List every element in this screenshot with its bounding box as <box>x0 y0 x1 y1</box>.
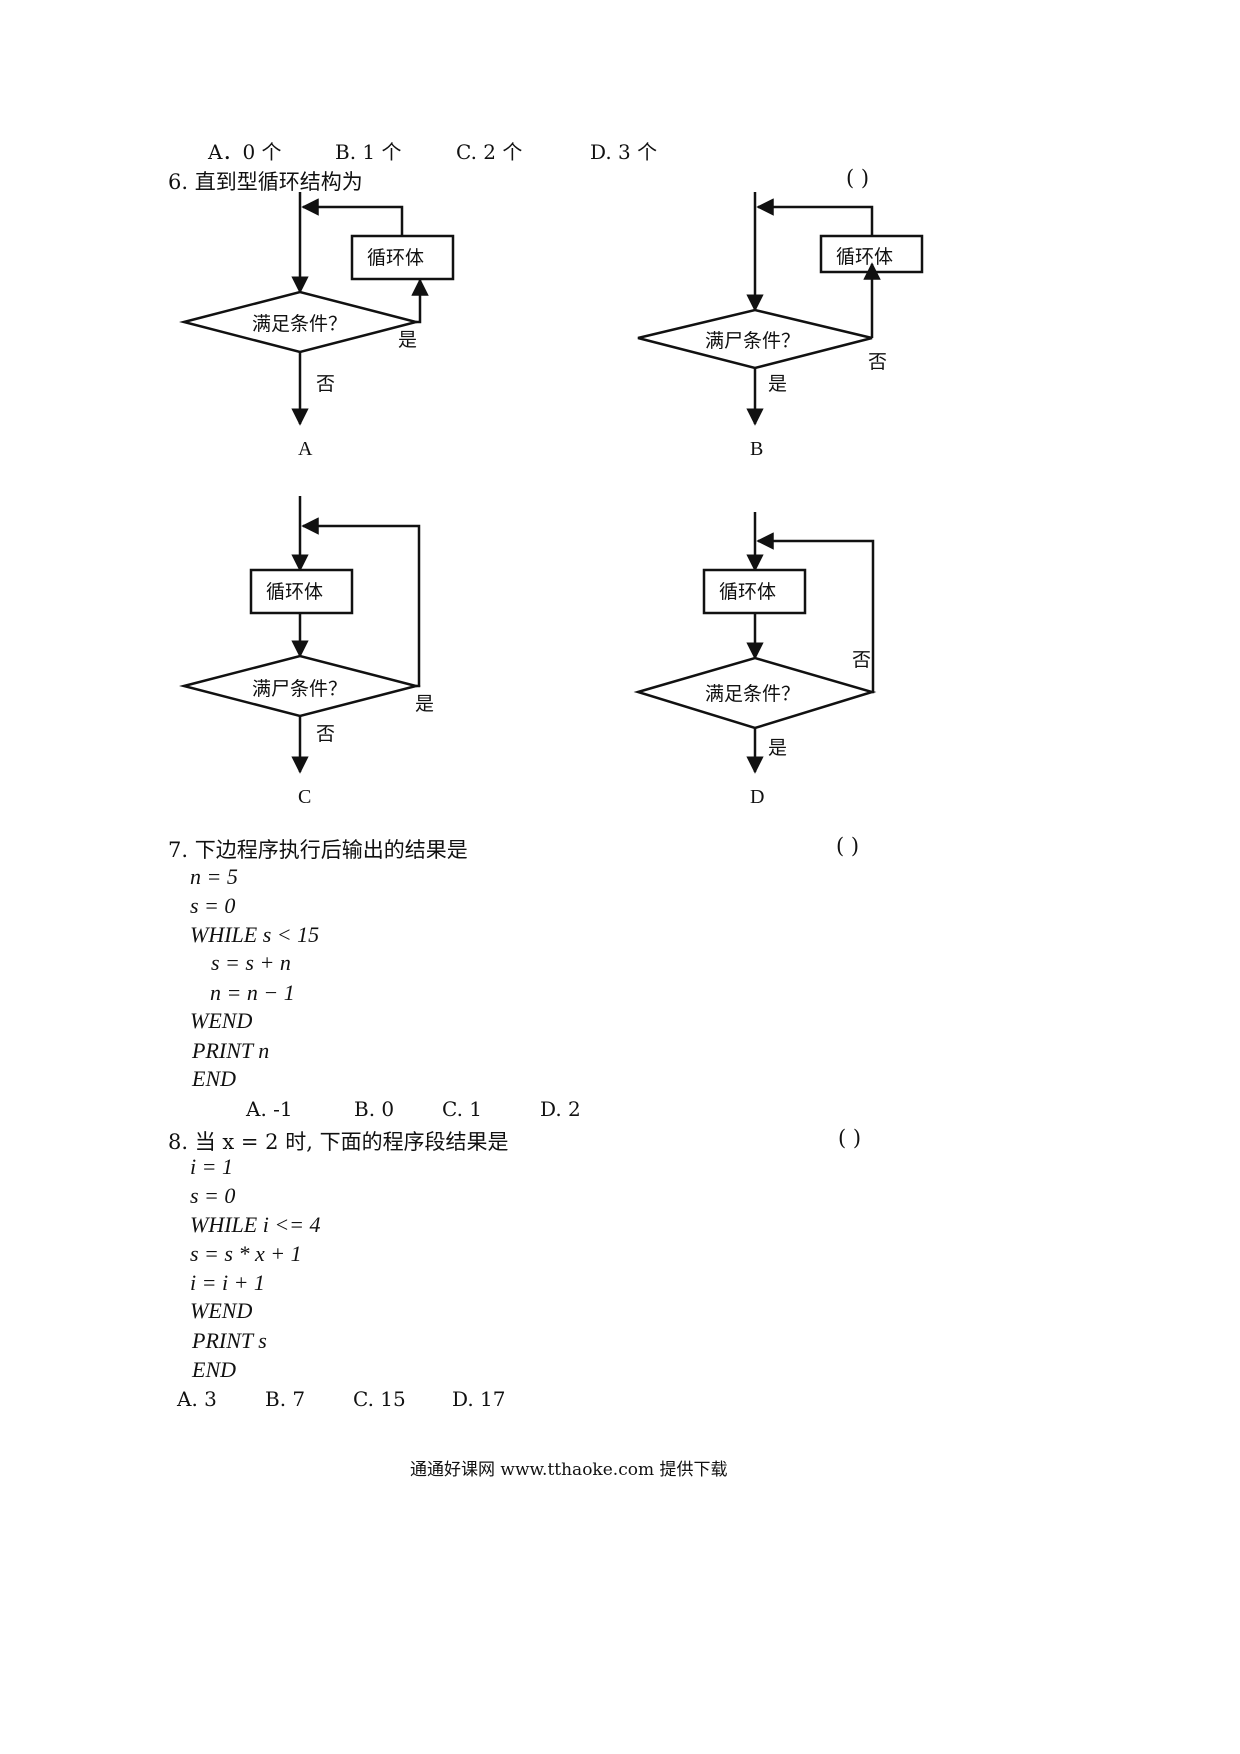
flowchart-a-yes-arrow <box>411 278 429 324</box>
flowchart-c-loop-body <box>249 568 354 615</box>
q5-option-c: C. 2 个 <box>456 140 523 164</box>
q8-code-line-3: WHILE i <= 4 <box>190 1212 321 1237</box>
q6-answer-paren: ( ) <box>846 166 870 190</box>
flowchart-d-body-text: 循环体 <box>719 581 776 603</box>
flowchart-b <box>637 192 924 426</box>
q8-code-line-1: i = 1 <box>190 1154 233 1179</box>
q8-code-line-6: WEND <box>190 1298 253 1323</box>
q7-code-line-4: s = s + n <box>211 950 291 975</box>
q8-option-d: D. 17 <box>452 1387 506 1411</box>
q5-option-d: D. 3 个 <box>590 140 658 164</box>
q8-code-line-2: s = 0 <box>190 1183 236 1208</box>
flowchart-b-return-arrow <box>756 198 874 236</box>
flowchart-a-no-label: 否 <box>316 373 335 395</box>
flowchart-a-return-arrow <box>301 198 404 236</box>
q7-code-line-1: n = 5 <box>190 864 238 889</box>
flowchart-c <box>179 496 421 774</box>
flowchart-c-body-text: 循环体 <box>266 581 323 603</box>
q6-stem: 6. 直到型循环结构为 <box>168 170 363 194</box>
flowchart-b-body-text: 循环体 <box>836 246 893 268</box>
q7-answer-paren: ( ) <box>836 834 860 858</box>
q8-option-c: C. 15 <box>353 1387 406 1411</box>
q8-code-line-8: END <box>192 1357 236 1382</box>
q8-option-a: A. 3 <box>177 1387 217 1411</box>
flowchart-d-condition-text: 满足条件？ <box>705 683 800 705</box>
flowchart-c-yes-label: 是 <box>415 693 434 715</box>
flowchart-a <box>179 192 455 426</box>
q7-code-line-3: WHILE s < 15 <box>190 922 320 947</box>
q8-stem: 8. 当 x = 2 时, 下面的程序段结果是 <box>168 1130 509 1154</box>
flowchart-a-body-text: 循环体 <box>367 247 424 269</box>
q7-option-a: A. -1 <box>246 1097 293 1121</box>
q8-code-line-5: i = i + 1 <box>190 1270 265 1295</box>
flowchart-c-yes-arrow <box>301 517 421 688</box>
q8-code-line-7: PRINT s <box>192 1328 267 1353</box>
flowchart-b-no-label: 否 <box>868 351 887 373</box>
q7-code-line-2: s = 0 <box>190 893 236 918</box>
q7-code-line-6: WEND <box>190 1008 253 1033</box>
flowchart-a-condition-text: 满足条件？ <box>252 313 347 335</box>
q7-code-line-7: PRINT n <box>192 1038 270 1063</box>
flowchart-a-yes-label: 是 <box>398 329 417 351</box>
flowchart-d-loop-body <box>702 568 807 615</box>
q8-code-line-4: s = s * x + 1 <box>190 1241 302 1266</box>
q8-option-b: B. 7 <box>265 1387 306 1411</box>
flowchart-c-condition-text: 满尸条件？ <box>252 678 347 700</box>
q7-option-b: B. 0 <box>354 1097 395 1121</box>
q5-option-b: B. 1 个 <box>335 140 402 164</box>
q7-stem: 7. 下边程序执行后输出的结果是 <box>168 838 468 862</box>
flowchart-a-label: A <box>298 438 313 460</box>
flowchart-d-no-arrow <box>756 532 875 694</box>
q7-code-line-5: n = n − 1 <box>210 980 295 1005</box>
flowchart-c-label: C <box>298 786 311 808</box>
q5-option-a: A．0 个 <box>208 140 282 164</box>
q7-code-line-8: END <box>192 1066 236 1091</box>
flowchart-b-yes-label: 是 <box>768 373 787 395</box>
flowchart-d-label: D <box>750 786 764 808</box>
flowchart-b-label: B <box>750 438 763 460</box>
flowchart-b-condition-text: 满尸条件？ <box>705 330 800 352</box>
q7-option-c: C. 1 <box>442 1097 483 1121</box>
q7-option-d: D. 2 <box>540 1097 581 1121</box>
flowchart-d-yes-label: 是 <box>768 737 787 759</box>
flowchart-d <box>633 512 877 774</box>
flowchart-c-no-label: 否 <box>316 723 335 745</box>
flowchart-d-no-label: 否 <box>852 649 871 671</box>
q8-answer-paren: ( ) <box>838 1126 862 1150</box>
page-footer: 通通好课网 www.tthaoke.com 提供下载 <box>410 1460 728 1480</box>
